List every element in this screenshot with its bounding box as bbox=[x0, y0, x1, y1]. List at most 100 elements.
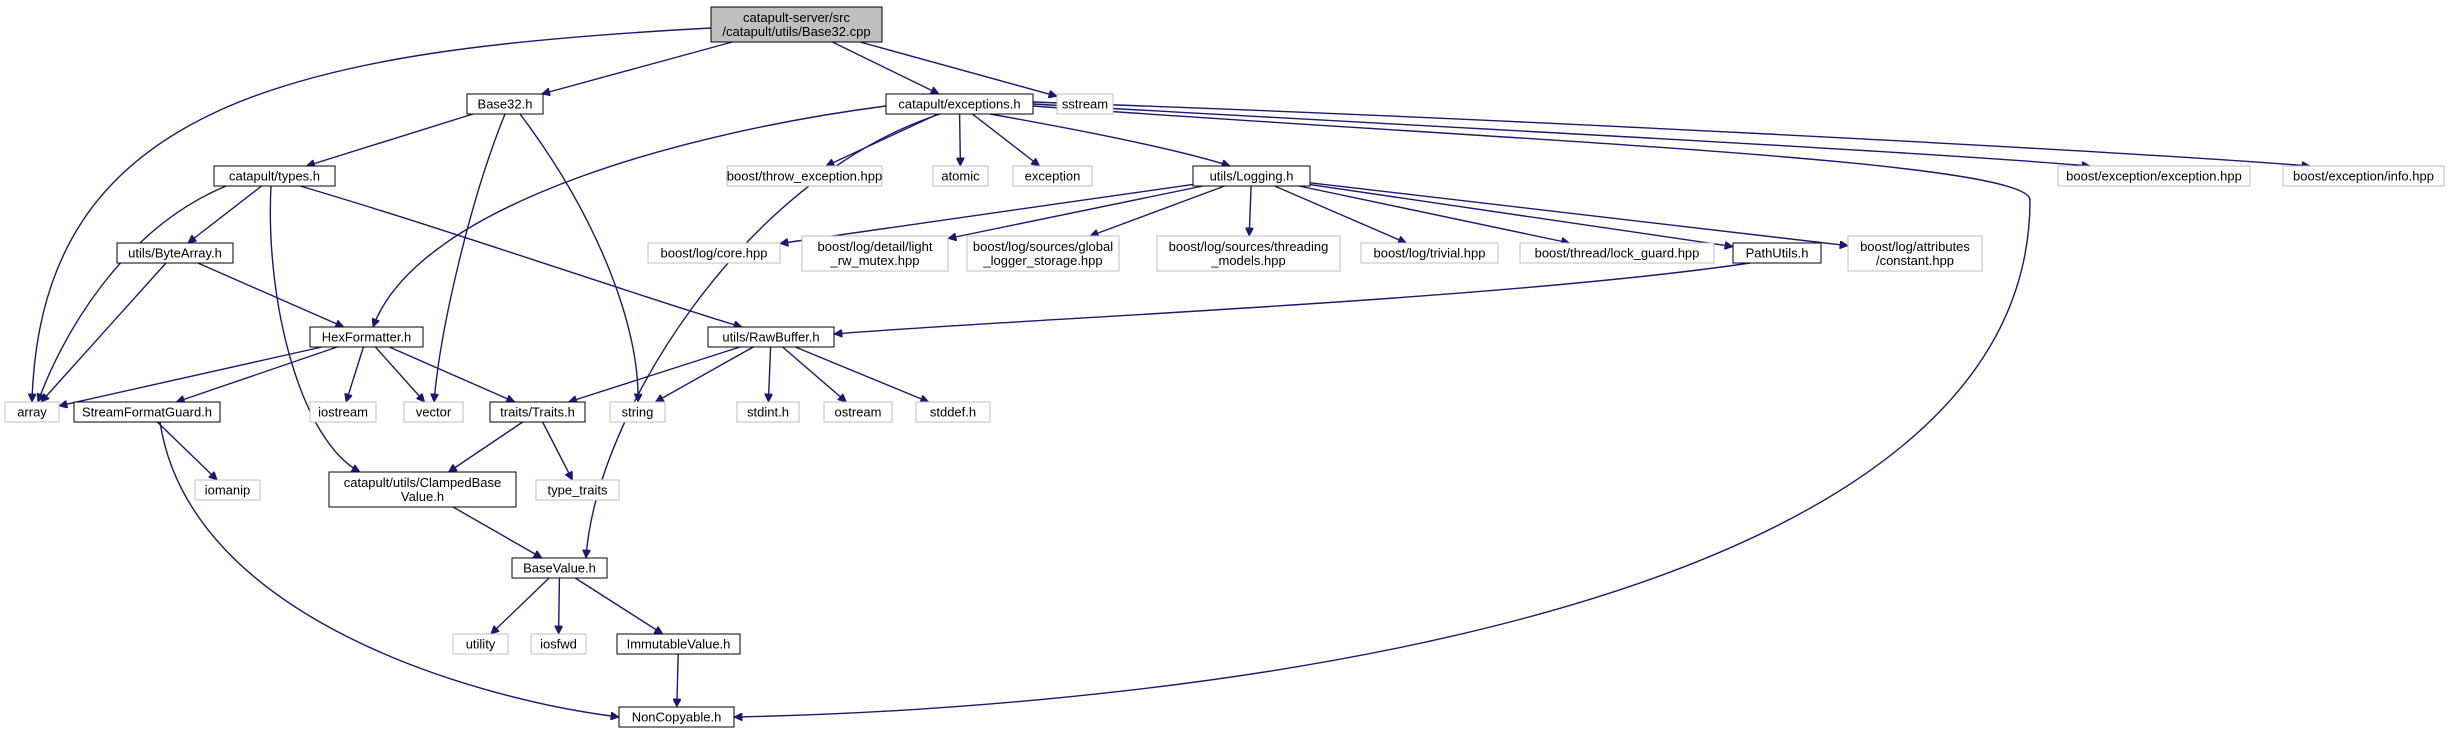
edge-root-to-array bbox=[32, 27, 712, 402]
node-base32[interactable]: Base32.h bbox=[466, 93, 544, 115]
node-bytearray[interactable]: utils/ByteArray.h bbox=[116, 242, 234, 264]
edge-exceptions-to-boost_exception bbox=[1032, 103, 2090, 166]
node-exceptions[interactable]: catapult/exceptions.h bbox=[885, 93, 1034, 115]
edge-types-to-rawbuffer bbox=[299, 185, 742, 327]
node-throw_exception: boost/throw_exception.hpp bbox=[726, 165, 883, 187]
node-label-types: catapult/types.h bbox=[229, 169, 320, 184]
edge-bytearray-to-hexformatter bbox=[197, 262, 344, 327]
node-box-lock_guard bbox=[1519, 242, 1715, 264]
node-label-noncopyable: NonCopyable.h bbox=[632, 710, 722, 725]
node-log_trivial: boost/log/trivial.hpp bbox=[1360, 242, 1499, 264]
edge-rawbuffer-to-string bbox=[655, 346, 754, 403]
edge-logging-to-threading_models bbox=[1249, 185, 1251, 236]
node-box-vector bbox=[403, 401, 464, 423]
node-light_rw_mutex: boost/log/detail/light_rw_mutex.hpp bbox=[801, 235, 949, 272]
node-box-iostream bbox=[309, 401, 377, 423]
node-box-type_traits bbox=[535, 479, 620, 501]
edge-logging-to-log_trivial bbox=[1274, 185, 1407, 243]
edge-logging-to-light_rw_mutex bbox=[948, 185, 1204, 239]
node-hexformatter[interactable]: HexFormatter.h bbox=[309, 326, 424, 348]
node-label-streamformatguard: StreamFormatGuard.h bbox=[82, 405, 212, 420]
edge-basevalue-to-immutablevalue bbox=[574, 577, 663, 635]
node-box-utility bbox=[452, 633, 509, 655]
edge-root-to-exceptions bbox=[832, 41, 939, 95]
node-label-utility: utility bbox=[466, 637, 496, 652]
node-boost_info: boost/exception/info.hpp bbox=[2282, 165, 2445, 187]
node-box-log_trivial bbox=[1360, 242, 1499, 264]
node-label-clampedbase: catapult/utils/ClampedBase bbox=[344, 475, 502, 490]
node-box-base32 bbox=[466, 93, 544, 115]
node-root[interactable]: catapult-server/src/catapult/utils/Base3… bbox=[710, 6, 883, 43]
edge-types-to-clampedbase bbox=[269, 185, 360, 473]
node-box-iomanip bbox=[194, 479, 261, 501]
edge-hexformatter-to-vector bbox=[374, 346, 424, 402]
node-box-ostream bbox=[823, 401, 893, 423]
node-box-exception bbox=[1012, 165, 1093, 187]
node-types[interactable]: catapult/types.h bbox=[213, 165, 336, 187]
edge-layer bbox=[32, 27, 2310, 717]
node-basevalue[interactable]: BaseValue.h bbox=[511, 557, 608, 579]
node-label-string: string bbox=[622, 405, 654, 420]
node-box-global_logger bbox=[966, 235, 1120, 272]
edge-streamformatguard-to-iomanip bbox=[156, 421, 217, 480]
node-streamformatguard[interactable]: StreamFormatGuard.h bbox=[73, 401, 221, 423]
node-label-log_core: boost/log/core.hpp bbox=[661, 246, 768, 261]
node-box-pathutils bbox=[1732, 242, 1822, 264]
node-iostream: iostream bbox=[309, 401, 377, 423]
edge-logging-to-lock_guard bbox=[1298, 185, 1570, 243]
node-attr_constant: boost/log/attributes/constant.hpp bbox=[1847, 235, 1983, 272]
node-array: array bbox=[4, 401, 60, 423]
node-sstream: sstream bbox=[1056, 93, 1114, 115]
edge-root-to-base32 bbox=[542, 41, 733, 94]
node-label-bytearray: utils/ByteArray.h bbox=[128, 246, 222, 261]
node-label-base32: Base32.h bbox=[478, 97, 533, 112]
node-pathutils[interactable]: PathUtils.h bbox=[1732, 242, 1822, 264]
node-traits[interactable]: traits/Traits.h bbox=[489, 401, 586, 423]
node-label-iostream: iostream bbox=[318, 405, 368, 420]
node-label-global_logger: boost/log/sources/global bbox=[973, 239, 1113, 254]
node-box-streamformatguard bbox=[73, 401, 221, 423]
node-layer: catapult-server/src/catapult/utils/Base3… bbox=[4, 6, 2445, 728]
edge-basevalue-to-iosfwd bbox=[559, 577, 560, 634]
edge-streamformatguard-to-noncopyable bbox=[159, 421, 619, 717]
node-label-iomanip: iomanip bbox=[205, 483, 251, 498]
edge-rawbuffer-to-traits bbox=[569, 346, 741, 402]
node-label-stdint: stdint.h bbox=[747, 405, 789, 420]
node-box-throw_exception bbox=[726, 165, 883, 187]
node-global_logger: boost/log/sources/global_logger_storage.… bbox=[966, 235, 1120, 272]
node-box-hexformatter bbox=[309, 326, 424, 348]
node-label-logging: utils/Logging.h bbox=[1210, 169, 1294, 184]
edge-types-to-bytearray bbox=[188, 185, 263, 244]
edge-exceptions-to-exception bbox=[971, 113, 1039, 167]
edge-exceptions-to-atomic bbox=[960, 113, 961, 166]
node-logging[interactable]: utils/Logging.h bbox=[1192, 165, 1311, 187]
edge-base32-to-types bbox=[307, 113, 474, 166]
edge-hexformatter-to-iostream bbox=[346, 346, 365, 402]
edge-root-to-sstream bbox=[859, 41, 1057, 96]
edge-logging-to-pathutils bbox=[1309, 183, 1733, 247]
node-rawbuffer[interactable]: utils/RawBuffer.h bbox=[707, 326, 835, 348]
edge-exceptions-to-noncopyable bbox=[734, 105, 2031, 717]
node-lock_guard: boost/thread/lock_guard.hpp bbox=[1519, 242, 1715, 264]
node-box-noncopyable bbox=[618, 706, 735, 728]
edge-exceptions-to-boost_info bbox=[1032, 101, 2310, 166]
edge-base32-to-string bbox=[519, 113, 638, 402]
node-label-atomic: atomic bbox=[941, 169, 980, 184]
node-label-light_rw_mutex: boost/log/detail/light bbox=[818, 239, 933, 254]
node-box-string bbox=[609, 401, 666, 423]
node-noncopyable[interactable]: NonCopyable.h bbox=[618, 706, 735, 728]
node-label-log_trivial: boost/log/trivial.hpp bbox=[1373, 246, 1485, 261]
node-box-exceptions bbox=[885, 93, 1034, 115]
edge-logging-to-attr_constant bbox=[1309, 182, 1848, 246]
node-immutablevalue[interactable]: ImmutableValue.h bbox=[616, 633, 741, 655]
node-atomic: atomic bbox=[932, 165, 989, 187]
edge-traits-to-clampedbase bbox=[449, 421, 524, 473]
edge-rawbuffer-to-ostream bbox=[782, 346, 847, 402]
node-box-threading_models bbox=[1156, 235, 1341, 272]
node-stddef: stddef.h bbox=[915, 401, 991, 423]
node-label-array: array bbox=[17, 405, 47, 420]
edge-exceptions-to-throw_exception bbox=[826, 113, 939, 166]
node-label-rawbuffer: utils/RawBuffer.h bbox=[722, 330, 819, 345]
node-label-type_traits: type_traits bbox=[548, 483, 608, 498]
